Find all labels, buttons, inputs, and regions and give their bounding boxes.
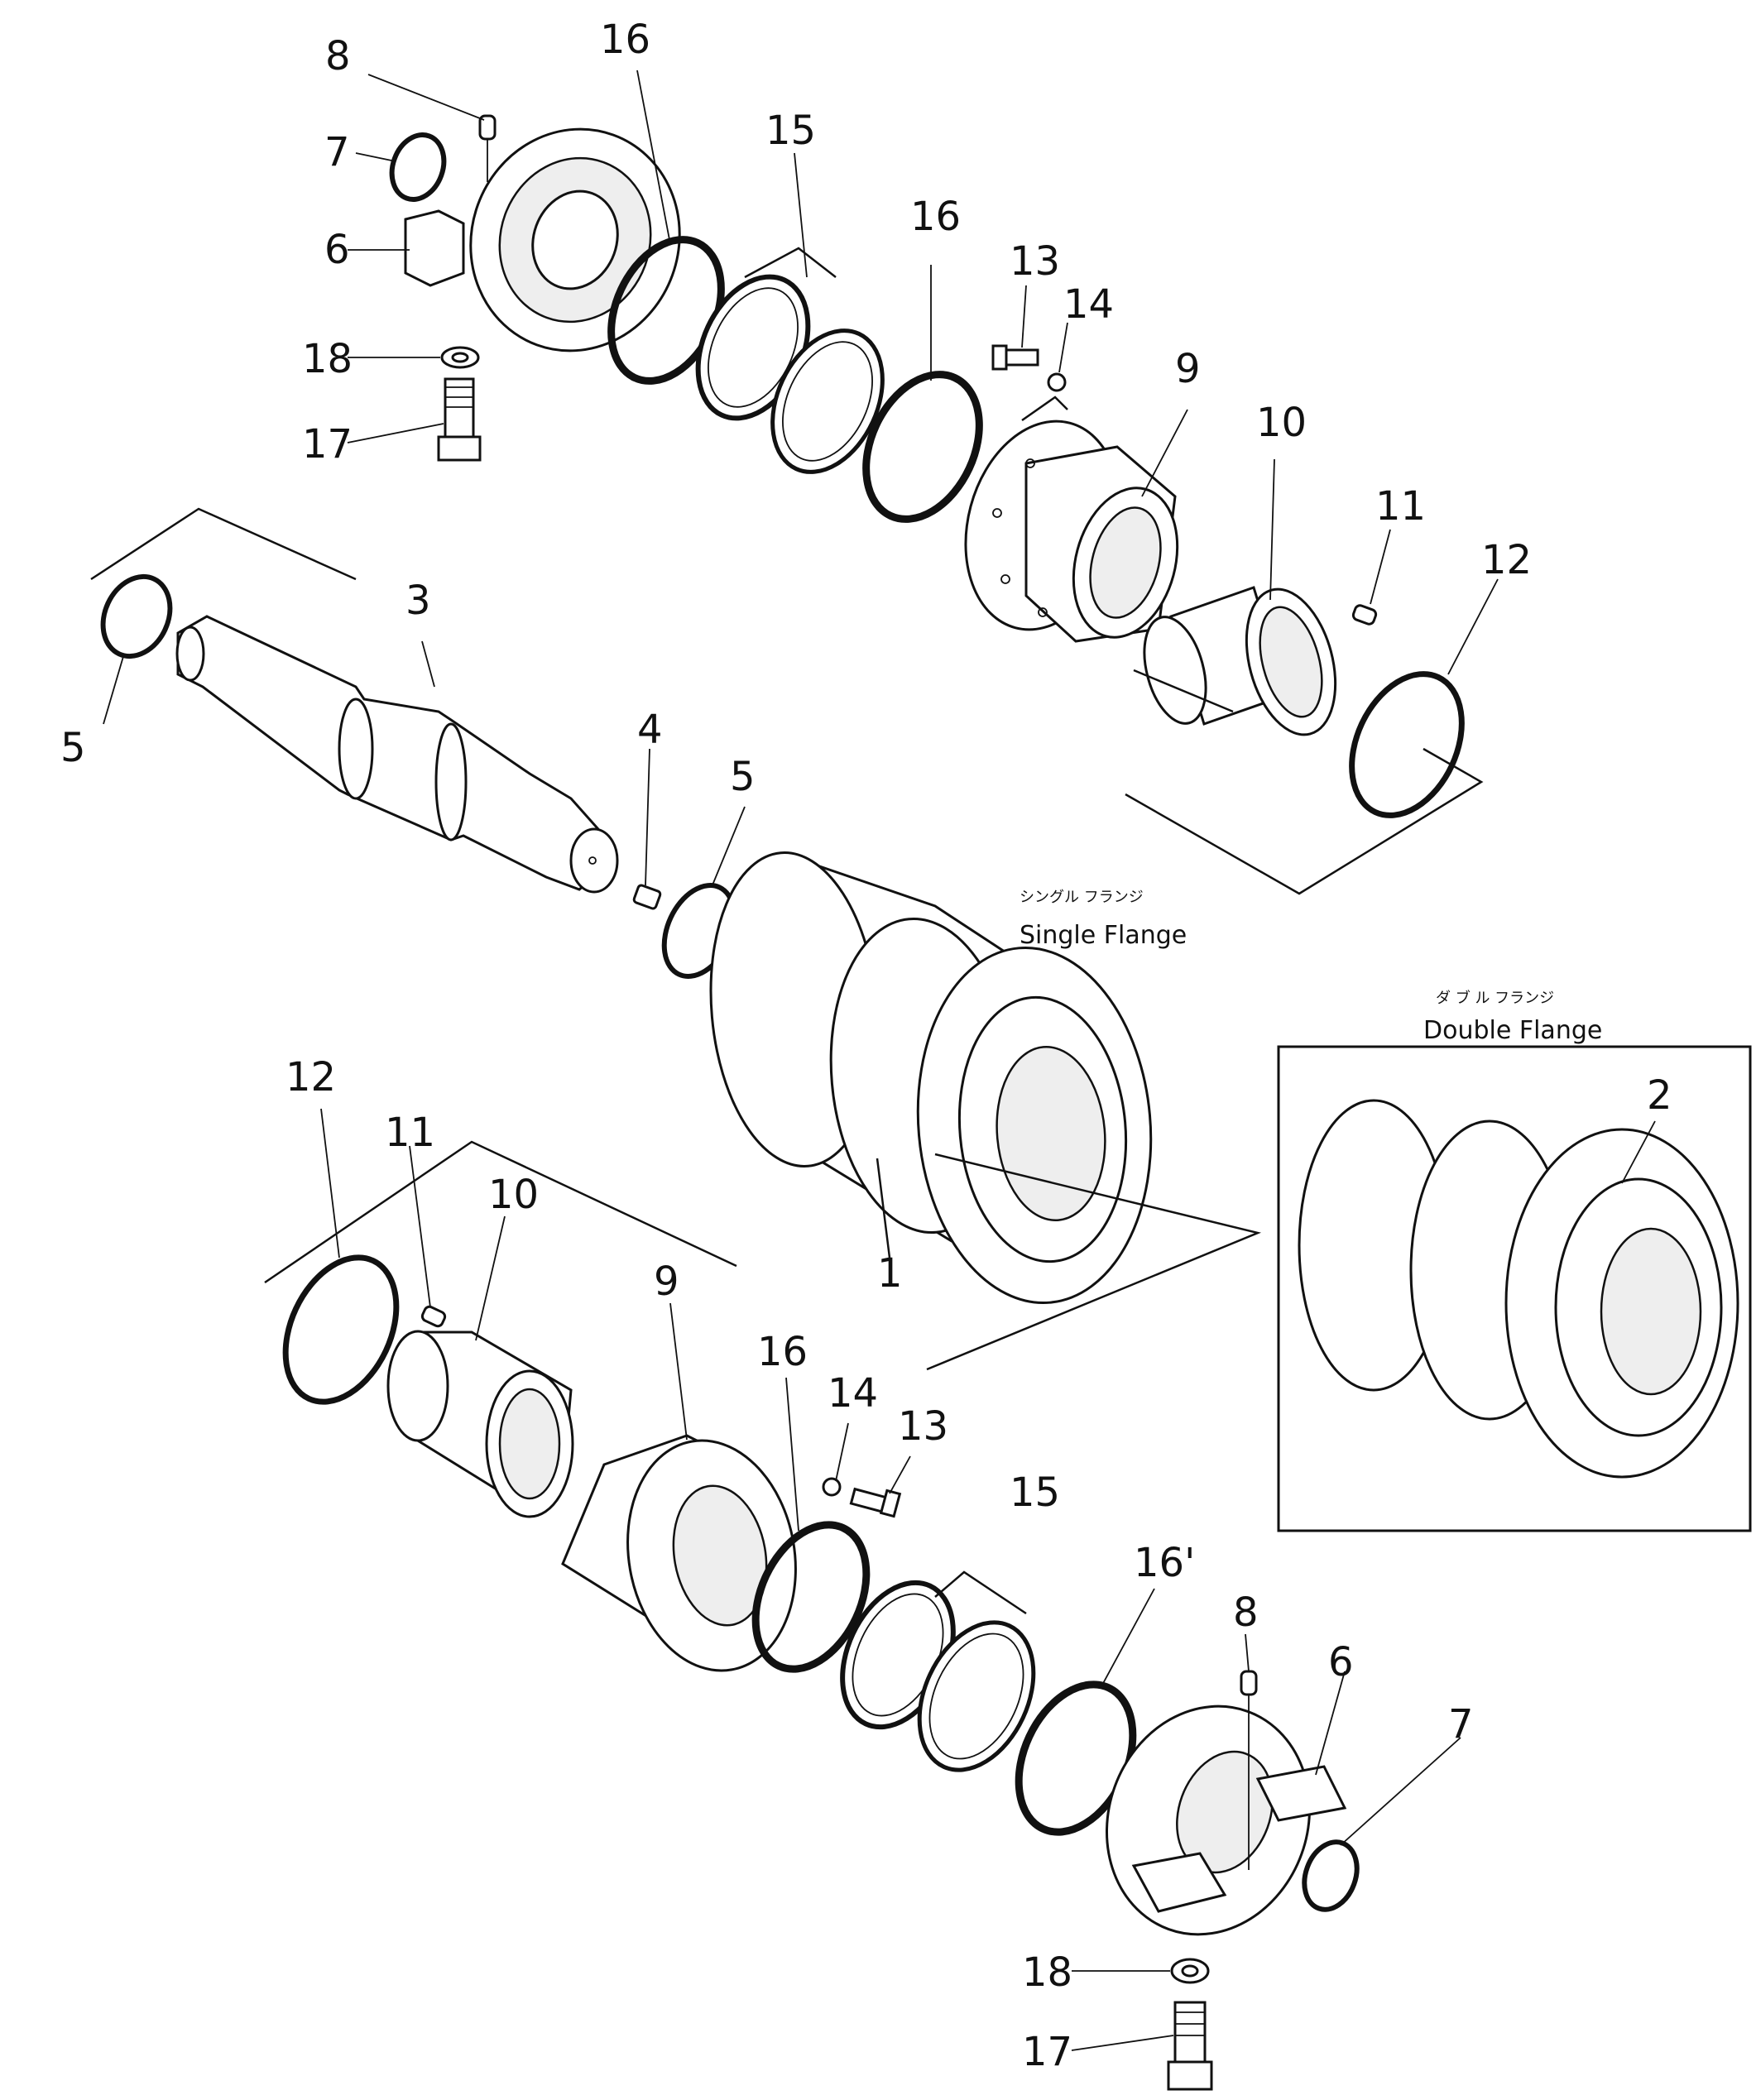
part-7-snap-ring-bottom — [1302, 1839, 1360, 1912]
callout-13-bottom: 13 — [898, 1403, 948, 1450]
part-10-bushing-top — [1143, 586, 1337, 736]
part-11-pin-top — [1351, 604, 1378, 626]
part-14-washer-bottom — [822, 1477, 842, 1497]
double-flange-label: Double Flange — [1423, 1016, 1602, 1045]
single-flange-label: Single Flange — [1020, 921, 1187, 950]
callout-labels: 8 7 6 18 17 16 15 16 13 14 9 10 11 12 3 … — [60, 17, 1672, 2075]
callout-6-top: 6 — [324, 227, 350, 273]
callout-16-bottom-a: 16 — [757, 1329, 808, 1375]
part-16-oring-top-b — [862, 371, 983, 523]
part-5-oring-left — [100, 573, 173, 659]
callout-18-top: 18 — [302, 336, 353, 382]
callout-5-left: 5 — [60, 725, 86, 771]
callout-16-bottom-b: 16' — [1134, 1540, 1195, 1586]
callout-8-bottom: 8 — [1233, 1589, 1259, 1636]
single-flange-kana: シングル フランジ — [1020, 889, 1144, 906]
part-3-shaft — [175, 615, 619, 894]
callout-17-top: 17 — [302, 421, 353, 467]
callout-10-top: 10 — [1256, 400, 1307, 446]
callout-12-top: 12 — [1481, 537, 1532, 583]
part-10-bushing-bottom — [386, 1330, 574, 1518]
callout-16-top-a: 16 — [600, 17, 650, 63]
callout-11-bottom: 11 — [385, 1110, 435, 1156]
part-8-pin-top — [478, 114, 497, 182]
callout-9-top: 9 — [1175, 346, 1201, 392]
part-7-snap-ring-top — [389, 132, 447, 202]
callout-5-right: 5 — [730, 754, 756, 800]
part-17-bolt-bottom — [1167, 2001, 1213, 2091]
callout-14-top: 14 — [1063, 281, 1114, 328]
part-9-housing-bottom — [561, 1434, 797, 1672]
callout-15-bottom: 15 — [1010, 1470, 1060, 1516]
callout-18-bottom: 18 — [1022, 1949, 1072, 1996]
part-8-pin-bottom — [1240, 1670, 1258, 1870]
part-12-snap-ring-top — [1349, 671, 1465, 818]
part-13-bolt-bottom — [849, 1487, 902, 1518]
callout-13-top: 13 — [1010, 238, 1060, 285]
double-flange-frame — [1277, 1045, 1752, 1532]
callout-1: 1 — [877, 1250, 903, 1297]
part-16-oring-bottom-a — [751, 1521, 871, 1673]
callout-11-top: 11 — [1375, 483, 1426, 530]
part-6-collar-top — [404, 127, 681, 352]
part-11-pin-bottom — [420, 1305, 447, 1328]
callout-7-bottom: 7 — [1448, 1701, 1474, 1748]
callout-10-bottom: 10 — [488, 1172, 539, 1218]
part-18-washer-bottom — [1170, 1958, 1210, 1984]
part-18-washer-top — [440, 346, 480, 369]
callout-6-bottom: 6 — [1328, 1639, 1354, 1685]
part-17-bolt-top — [437, 377, 482, 462]
callout-2: 2 — [1647, 1072, 1672, 1119]
double-flange-kana: ダ ブ ル フランジ — [1436, 989, 1554, 1007]
part-2-double-flange-roller — [1298, 1099, 1739, 1479]
callout-7-top: 7 — [324, 129, 350, 175]
part-15-floating-seal-bottom — [840, 1580, 1036, 1772]
callout-12-bottom: 12 — [285, 1054, 336, 1100]
part-9-housing-top — [964, 420, 1179, 643]
part-13-bolt-top — [991, 344, 1039, 371]
callout-15-top: 15 — [765, 108, 816, 154]
callout-8-top: 8 — [325, 33, 351, 79]
callout-3: 3 — [405, 578, 431, 624]
callout-17-bottom: 17 — [1022, 2029, 1072, 2075]
part-14-washer-top — [1047, 372, 1067, 392]
callout-9-bottom: 9 — [654, 1259, 679, 1305]
part-1-single-flange-roller — [709, 851, 1153, 1305]
callout-16-top-b: 16 — [910, 194, 961, 240]
leader-lines — [103, 70, 1656, 2051]
callout-14-bottom: 14 — [828, 1370, 878, 1417]
part-12-snap-ring-bottom — [282, 1254, 400, 1405]
callout-4: 4 — [637, 707, 663, 753]
part-15-floating-seal-top — [695, 274, 885, 474]
part-6-collar-bottom — [1105, 1704, 1347, 1936]
part-4-plug — [632, 884, 662, 910]
